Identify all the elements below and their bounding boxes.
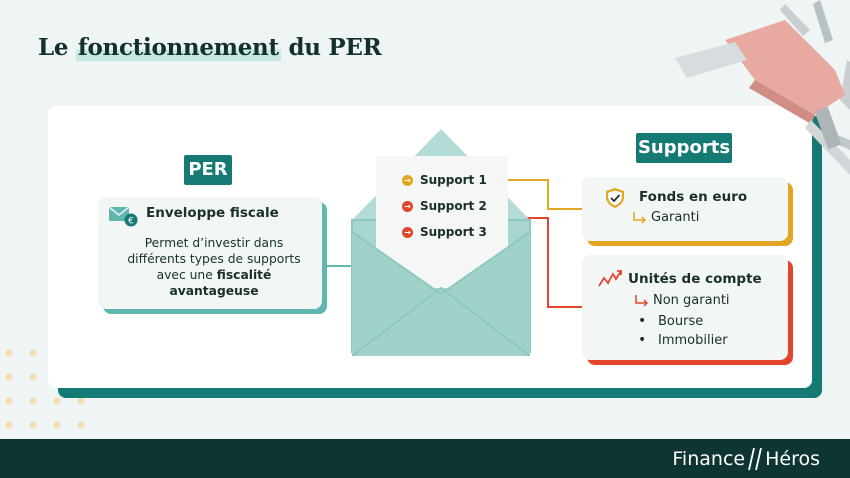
enveloppe-title: Enveloppe fiscale bbox=[146, 205, 279, 221]
arrow-right-icon: → bbox=[402, 174, 413, 186]
unites-compte-title: Unités de compte bbox=[628, 271, 762, 287]
page-title: Le fonctionnement du PER bbox=[38, 34, 382, 61]
title-highlight: fonctionnement bbox=[75, 34, 281, 61]
unites-compte-sub: Non garanti bbox=[634, 293, 730, 308]
support-3-label: Support 3 bbox=[420, 225, 487, 239]
enveloppe-desc-plain: Permet d’investir dans différents types … bbox=[127, 236, 301, 282]
trend-line-icon bbox=[598, 270, 622, 287]
brand-part2: Héros bbox=[765, 448, 820, 470]
title-suffix: du PER bbox=[280, 34, 382, 61]
support-2-label: Support 2 bbox=[420, 199, 487, 213]
support-1-item: → Support 1 bbox=[402, 173, 487, 187]
support-2-item: → Support 2 bbox=[402, 199, 487, 213]
shield-check-icon bbox=[606, 188, 624, 208]
decorative-dots bbox=[5, 349, 85, 429]
footer-bar: Finance Héros bbox=[0, 439, 850, 478]
support-1-label: Support 1 bbox=[420, 173, 487, 187]
corner-arrow-icon bbox=[633, 211, 647, 224]
supports-tag: Supports bbox=[636, 133, 732, 163]
brand-part1: Finance bbox=[672, 448, 746, 470]
unites-compte-list: Bourse Immobilier bbox=[638, 312, 728, 350]
arrow-right-icon: → bbox=[402, 226, 413, 238]
fonds-euro-sub-label: Garanti bbox=[651, 210, 700, 225]
title-prefix: Le bbox=[38, 34, 76, 61]
envelope-front bbox=[352, 232, 530, 356]
enveloppe-description: Permet d’investir dans différents types … bbox=[116, 235, 312, 299]
support-3-item: → Support 3 bbox=[402, 225, 487, 239]
unites-compte-sub-label: Non garanti bbox=[653, 293, 730, 308]
euro-envelope-icon: € bbox=[108, 206, 138, 227]
double-slash-icon bbox=[748, 447, 762, 471]
per-tag: PER bbox=[184, 155, 232, 185]
enveloppe-desc-bold: fiscalité avantageuse bbox=[169, 268, 272, 298]
fonds-euro-title: Fonds en euro bbox=[639, 189, 748, 205]
corner-arrow-icon bbox=[635, 294, 649, 307]
unites-compte-box: Unités de compte Non garanti Bourse Immo… bbox=[582, 255, 788, 360]
brand-logo: Finance Héros bbox=[672, 447, 820, 471]
swiss-knife-icon bbox=[675, 0, 850, 175]
list-item: Bourse bbox=[638, 312, 728, 331]
fonds-euro-box: Fonds en euro Garanti bbox=[582, 177, 788, 241]
enveloppe-fiscale-box: € Enveloppe fiscale Permet d’investir da… bbox=[98, 197, 322, 309]
fonds-euro-sub: Garanti bbox=[632, 210, 699, 225]
svg-text:€: € bbox=[128, 217, 134, 227]
arrow-right-icon: → bbox=[402, 200, 413, 212]
list-item: Immobilier bbox=[638, 331, 728, 350]
